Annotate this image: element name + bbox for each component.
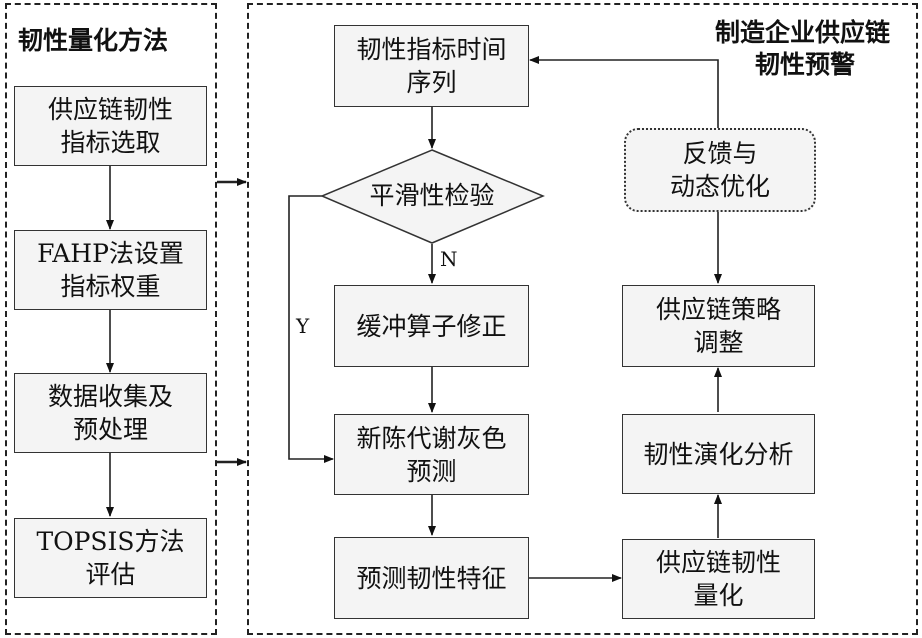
box-text-line: 序列 [406, 68, 457, 97]
box-text-line: 动态优化 [669, 172, 770, 201]
box-text: 韧性指标时间序列 [356, 33, 506, 99]
box-text-line: 新陈代谢灰色 [356, 423, 507, 453]
node-resilience-evolution-analysis: 韧性演化分析 [622, 414, 815, 494]
box-text: 预测韧性特征 [356, 562, 506, 595]
box-text: 供应链策略调整 [656, 293, 781, 359]
left-panel-title: 韧性量化方法 [18, 26, 169, 55]
box-text: 供应链韧性量化 [656, 546, 781, 612]
left-panel [5, 3, 217, 635]
arrow-check-yes [288, 195, 334, 463]
box-text-line: 预测 [406, 456, 457, 486]
right-panel-title-line2: 韧性预警 [755, 50, 856, 79]
edge-label-yes: Y [296, 314, 310, 338]
box-text-line: 数据收集及 [47, 382, 173, 411]
node-feedback-optimization: 反馈与动态优化 [624, 128, 816, 212]
step-topsis-evaluation: TOPSIS方法评估 [14, 518, 207, 598]
step-indicator-selection: 供应链韧性指标选取 [14, 86, 207, 166]
box-text-line: 韧性指标时间 [356, 35, 507, 64]
box-text-line: TOPSIS方法 [36, 527, 185, 556]
node-resilience-quantification: 供应链韧性量化 [622, 539, 815, 619]
box-text: 反馈与动态优化 [670, 137, 770, 203]
box-text-line: 缓冲算子修正 [356, 311, 507, 341]
right-panel [247, 3, 918, 635]
box-text-line: 评估 [85, 560, 136, 589]
node-smoothness-check-label: 平滑性检验 [369, 181, 495, 210]
arrow-feedback-series [529, 56, 719, 128]
box-text-line: 量化 [693, 581, 744, 610]
node-metabolic-grey-prediction: 新陈代谢灰色预测 [334, 414, 529, 495]
box-text-line: 供应链韧性 [655, 548, 781, 577]
box-text-line: 预处理 [72, 415, 148, 444]
box-text-line: 指标选取 [60, 128, 161, 157]
node-predict-resilience-feature: 预测韧性特征 [334, 537, 529, 619]
box-text-line: 预测韧性特征 [356, 563, 507, 593]
node-indicator-time-series: 韧性指标时间序列 [334, 25, 529, 107]
box-text: 缓冲算子修正 [356, 310, 506, 343]
box-text: 供应链韧性指标选取 [48, 93, 173, 159]
box-text-line: 韧性演化分析 [643, 439, 794, 469]
box-text: 韧性演化分析 [643, 438, 793, 471]
box-text: TOPSIS方法评估 [36, 525, 184, 591]
step-fahp-weighting: FAHP法设置指标权重 [14, 230, 207, 310]
smooth-check-diamond [320, 149, 545, 244]
node-strategy-adjustment: 供应链策略调整 [622, 285, 815, 367]
box-text-line: 指标权重 [60, 272, 161, 301]
box-text-line: FAHP法设置 [37, 239, 184, 268]
box-text-line: 调整 [693, 328, 744, 357]
box-text-line: 供应链策略 [655, 295, 781, 324]
step-data-preprocessing: 数据收集及预处理 [14, 373, 207, 453]
box-text: 新陈代谢灰色预测 [356, 422, 506, 488]
box-text: FAHP法设置指标权重 [37, 237, 184, 303]
box-text-line: 供应链韧性 [47, 95, 173, 124]
right-panel-title-line1: 制造企业供应链 [715, 18, 891, 47]
box-text-line: 反馈与 [682, 139, 758, 168]
box-text: 数据收集及预处理 [48, 380, 173, 446]
edge-label-no: N [440, 247, 458, 271]
node-buffer-operator-fix: 缓冲算子修正 [334, 285, 529, 367]
